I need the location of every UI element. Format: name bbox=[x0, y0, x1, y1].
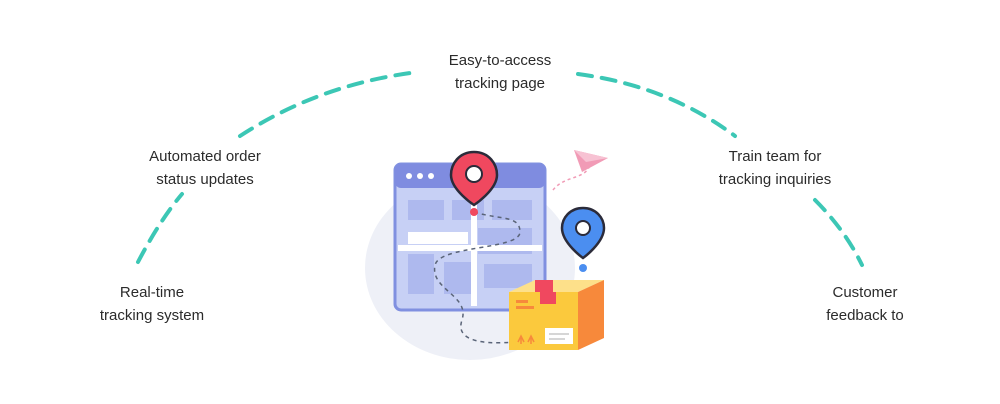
step-label-line1: Automated order bbox=[149, 148, 261, 165]
dashed-arc bbox=[136, 70, 864, 267]
step-label-line1: Train team for bbox=[728, 148, 822, 165]
blue-location-pin-icon bbox=[560, 206, 606, 272]
arc-segment-4 bbox=[813, 198, 864, 267]
step-label-line1: Easy-to-access bbox=[448, 52, 552, 69]
step-label-automated: Automated order status updates bbox=[125, 145, 285, 191]
step-label-line2: tracking page bbox=[454, 75, 546, 92]
paper-plane-icon bbox=[574, 150, 608, 172]
arc-segment-3 bbox=[576, 72, 737, 138]
arc-segment-1 bbox=[136, 192, 184, 264]
step-label-customer: Customer feedback to bbox=[785, 281, 945, 327]
step-label-realtime: Real-time tracking system bbox=[72, 281, 232, 327]
step-label-train: Train team for tracking inquiries bbox=[690, 145, 860, 191]
step-label-line2: tracking inquiries bbox=[718, 171, 832, 188]
step-label-line1: Real-time bbox=[119, 284, 185, 301]
delivery-box-icon bbox=[509, 280, 604, 350]
step-label-line2: tracking system bbox=[99, 307, 205, 324]
red-location-pin-icon bbox=[449, 150, 499, 216]
step-label-line2: status updates bbox=[156, 171, 254, 188]
step-label-line1: Customer bbox=[832, 284, 898, 301]
step-label-line2: feedback to bbox=[826, 307, 904, 324]
step-label-easy: Easy-to-access tracking page bbox=[415, 49, 585, 95]
arc-segment-2 bbox=[238, 70, 420, 138]
